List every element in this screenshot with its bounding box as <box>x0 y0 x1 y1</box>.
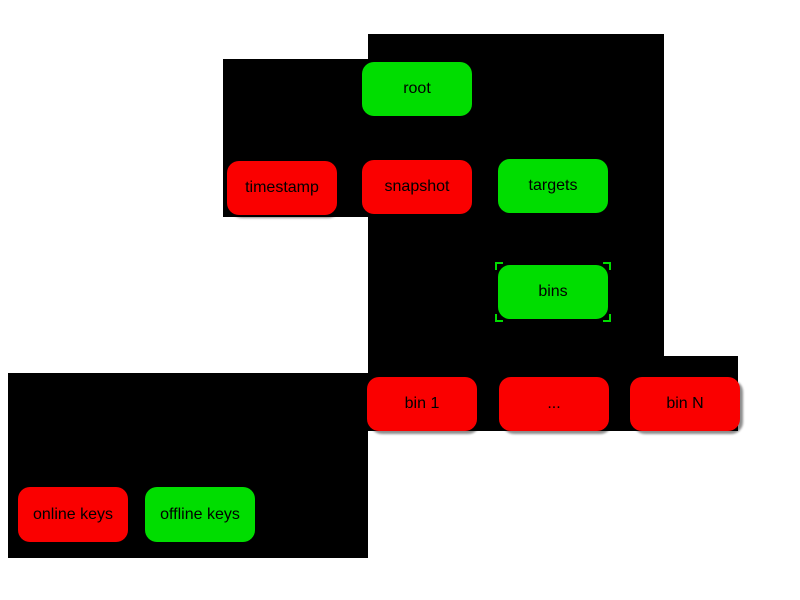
node-offline-keys: offline keys <box>145 487 255 542</box>
node-bins: bins <box>495 262 611 322</box>
node-timestamp: timestamp <box>227 161 337 215</box>
node-bin-ellipsis-label: ... <box>547 395 561 412</box>
node-online-keys-label: online keys <box>32 505 114 523</box>
node-snapshot-label: snapshot <box>384 178 450 195</box>
node-bin-ellipsis: ... <box>499 377 609 431</box>
node-bin-1-label: bin 1 <box>404 395 440 412</box>
node-bin-n: bin N <box>630 377 740 431</box>
node-targets: targets <box>498 159 608 213</box>
node-online-keys: online keys <box>18 487 128 542</box>
node-snapshot: snapshot <box>362 160 472 214</box>
node-bin-n-label: bin N <box>666 395 704 412</box>
node-targets-label: targets <box>528 177 578 194</box>
node-root: root <box>362 62 472 116</box>
node-root-label: root <box>403 80 431 97</box>
node-timestamp-label: timestamp <box>245 179 319 196</box>
node-offline-keys-label: offline keys <box>160 505 240 523</box>
node-bin-1: bin 1 <box>367 377 477 431</box>
node-bins-label: bins <box>538 283 568 300</box>
